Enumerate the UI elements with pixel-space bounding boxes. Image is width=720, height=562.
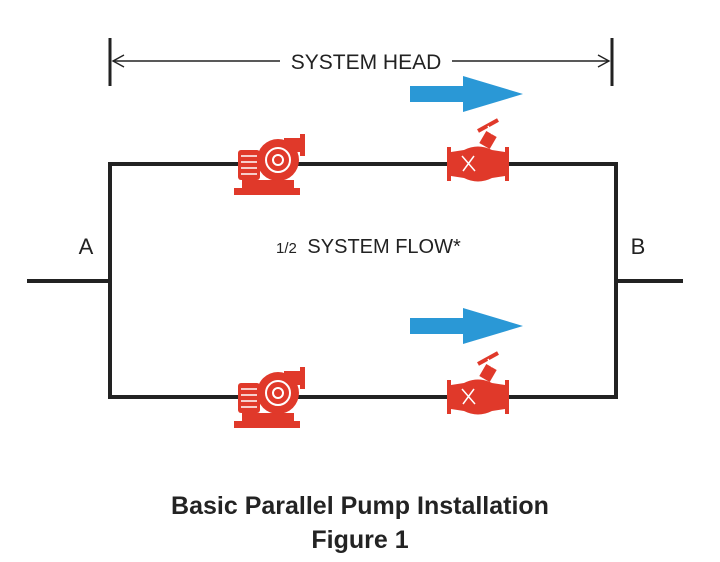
flow-fraction: 1/2 <box>276 240 297 257</box>
system-head-dimension <box>108 38 614 86</box>
point-a-label: A <box>79 234 94 259</box>
piping <box>27 162 683 399</box>
system-head-label: SYSTEM HEAD <box>291 51 442 74</box>
flow-arrow-icon <box>410 308 523 344</box>
valve-icon <box>445 118 511 184</box>
flow-arrow-icon <box>410 76 523 112</box>
flow-text: SYSTEM FLOW* <box>307 236 461 258</box>
figure-caption-title: Basic Parallel Pump Installation <box>171 492 549 520</box>
centrifugal-pump-icon <box>233 366 306 429</box>
valve-icon <box>445 351 511 417</box>
figure-caption-number: Figure 1 <box>311 526 409 554</box>
half-system-flow-label: 1/2 SYSTEM FLOW* <box>276 236 461 258</box>
centrifugal-pump-icon <box>233 133 306 196</box>
point-b-label: B <box>631 234 646 259</box>
